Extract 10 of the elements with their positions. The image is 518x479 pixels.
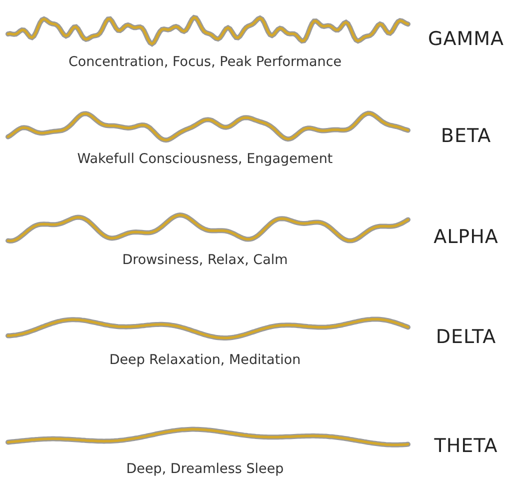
wave-description: Deep Relaxation, Meditation: [109, 352, 301, 368]
wave-description: Concentration, Focus, Peak Performance: [68, 54, 342, 70]
band-name: DELTA: [436, 326, 496, 348]
wave-description: Drowsiness, Relax, Calm: [122, 252, 288, 268]
wave-description: Wakefull Consciousness, Engagement: [77, 151, 333, 167]
band-name: THETA: [434, 435, 498, 457]
band-name: ALPHA: [434, 226, 498, 248]
band-name: BETA: [440, 125, 492, 147]
wave-description: Deep, Dreamless Sleep: [126, 461, 284, 477]
band-name: GAMMA: [428, 28, 504, 50]
